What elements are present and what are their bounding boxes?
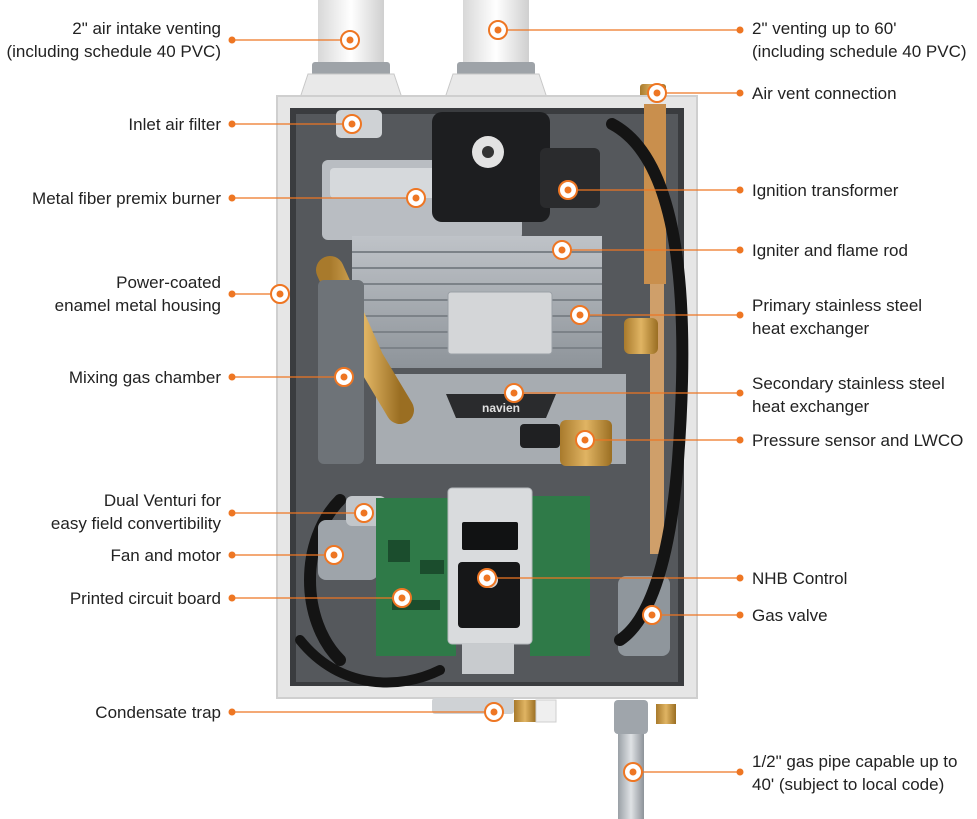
dot-dual-venturi — [228, 509, 236, 517]
target-housing — [270, 284, 290, 304]
dot-igniter — [736, 246, 744, 254]
circuit-board-components — [388, 540, 444, 610]
dot-air-intake — [228, 36, 236, 44]
exhaust-clamp — [457, 62, 535, 76]
pressure-sensor-cap — [520, 424, 560, 448]
hose-right — [606, 118, 689, 646]
gas-pipe-brass — [656, 704, 676, 724]
hoses — [295, 118, 689, 688]
label-inlet-filter: Inlet air filter — [128, 115, 221, 134]
control-display — [462, 522, 518, 550]
target-pcb — [392, 588, 412, 608]
brand-badge-shape — [446, 394, 556, 418]
dot-air-vent — [736, 89, 744, 97]
hose-bottom — [295, 635, 445, 688]
intake-collar — [299, 73, 403, 99]
dot-housing — [228, 290, 236, 298]
dot-condensate-trap — [228, 708, 236, 716]
dot-pressure-sensor — [736, 436, 744, 444]
circuit-board — [376, 498, 456, 656]
right-circuit-board — [530, 496, 590, 656]
dot-nhb-control — [736, 574, 744, 582]
target-ignition-transformer — [558, 180, 578, 200]
vent-pipes — [299, 0, 666, 100]
label-venting: 2" venting up to 60' (including schedule… — [752, 19, 967, 61]
label-igniter: Igniter and flame rod — [752, 241, 908, 260]
target-condensate-trap — [484, 702, 504, 722]
rating-plate — [447, 291, 553, 355]
control-mount — [462, 644, 514, 674]
label-dots — [228, 26, 744, 776]
dot-gas-valve — [736, 611, 744, 619]
gas-pipe-fitting — [614, 700, 648, 734]
label-condensate-trap: Condensate trap — [95, 703, 221, 722]
label-gas-valve: Gas valve — [752, 606, 828, 625]
label-pcb: Printed circuit board — [69, 589, 221, 608]
target-mixing-chamber — [334, 367, 354, 387]
label-housing: Power-coated enamel metal housing — [54, 273, 221, 315]
label-dual-venturi: Dual Venturi for easy field convertibili… — [50, 491, 221, 533]
target-secondary-hx — [504, 383, 524, 403]
label-gas-pipe: 1/2" gas pipe capable up to 40' (subject… — [752, 752, 958, 794]
hose-left — [304, 494, 346, 666]
dot-primary-hx — [736, 311, 744, 319]
bottom-fitting-white — [535, 699, 557, 723]
primary-heat-exchanger — [352, 236, 602, 368]
leader-lines — [232, 29, 740, 773]
target-venting — [488, 20, 508, 40]
target-dual-venturi — [354, 503, 374, 523]
vertical-pipe — [644, 104, 666, 284]
dot-gas-pipe — [736, 768, 744, 776]
dot-mixing-chamber — [228, 373, 236, 381]
target-burner — [406, 188, 426, 208]
target-gas-valve — [642, 605, 662, 625]
target-inlet-filter — [342, 114, 362, 134]
target-igniter — [552, 240, 572, 260]
dot-inlet-filter — [228, 120, 236, 128]
target-nhb-control — [477, 568, 497, 588]
target-fan-motor — [324, 545, 344, 565]
dot-fan-motor — [228, 551, 236, 559]
target-air-intake — [340, 30, 360, 50]
fan-and-motor-body — [318, 520, 378, 580]
target-gas-pipe — [623, 762, 643, 782]
bottom-fitting-brass — [514, 700, 536, 722]
label-ignition-transformer: Ignition transformer — [752, 181, 899, 200]
target-primary-hx — [570, 305, 590, 325]
label-burner: Metal fiber premix burner — [32, 189, 221, 208]
target-air-vent — [647, 83, 667, 103]
brand-badge: navien — [482, 401, 520, 415]
brass-valve — [624, 318, 658, 354]
dot-burner — [228, 194, 236, 202]
target-markers — [270, 20, 667, 782]
label-secondary-hx: Secondary stainless steel heat exchanger — [752, 374, 945, 416]
ignition-transformer-body — [540, 148, 600, 208]
label-primary-hx: Primary stainless steel heat exchanger — [752, 296, 923, 338]
exhaust-collar — [444, 73, 548, 99]
intake-clamp — [312, 62, 390, 76]
label-air-vent: Air vent connection — [752, 84, 897, 103]
dot-secondary-hx — [736, 389, 744, 397]
label-air-intake: 2" air intake venting (including schedul… — [6, 19, 221, 61]
label-pressure-sensor: Pressure sensor and LWCO — [752, 431, 964, 450]
label-mixing-chamber: Mixing gas chamber — [68, 368, 221, 387]
bottom-fittings — [432, 698, 676, 819]
fan-motor-hub-center — [482, 146, 494, 158]
label-nhb-control: NHB Control — [752, 569, 848, 588]
label-fan-motor: Fan and motor — [110, 546, 221, 565]
target-pressure-sensor — [575, 430, 595, 450]
dot-ignition-transformer — [736, 186, 744, 194]
dot-pcb — [228, 594, 236, 602]
dot-venting — [736, 26, 744, 34]
